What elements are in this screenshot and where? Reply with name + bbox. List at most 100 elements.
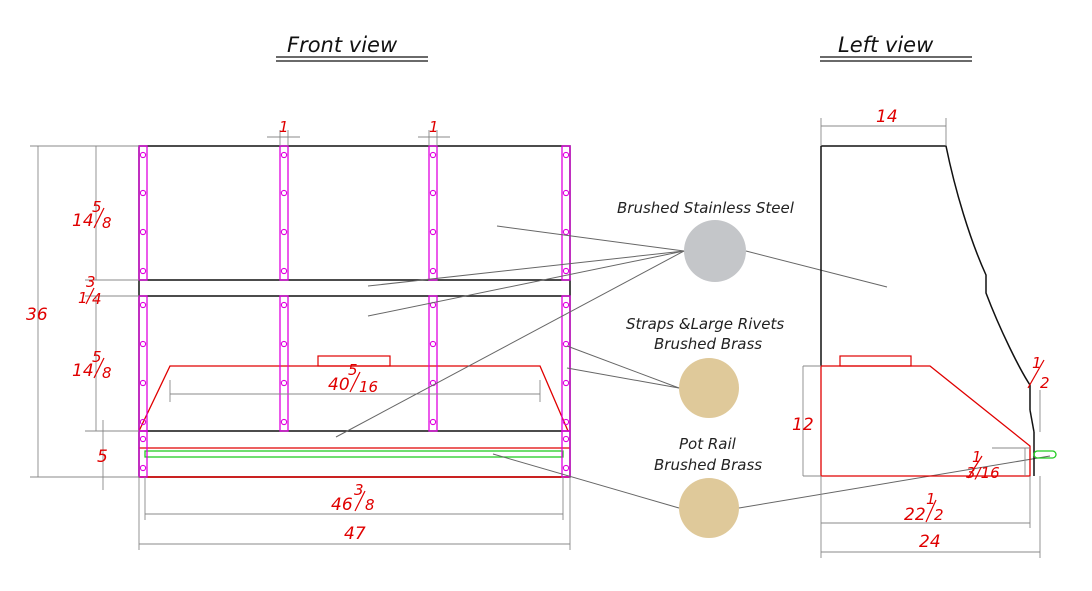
lower-height-dim: 14 5 8 — [72, 348, 112, 382]
strap-3-seg-1 — [561, 295, 571, 432]
shelf-width-dim: 40 5 16 — [328, 361, 378, 396]
strap-3-seg-2 — [561, 430, 571, 478]
rivet — [429, 151, 437, 159]
rivet — [562, 435, 570, 443]
rivet — [139, 301, 147, 309]
strap-0-seg-0 — [138, 145, 148, 281]
left-view-title: Left view — [838, 33, 934, 57]
band-den: 4 — [92, 290, 102, 308]
side-rail-offset-dim: 1 2 — [1027, 354, 1050, 392]
material-label-rail-1: Pot Rail — [679, 435, 737, 453]
strap-0-seg-1 — [138, 295, 148, 432]
strap-2-seg-0 — [428, 145, 438, 281]
rivet — [562, 151, 570, 159]
upper-den: 8 — [102, 214, 112, 232]
brass-rail-swatch — [679, 478, 739, 538]
rivet — [562, 379, 570, 387]
rivet — [280, 379, 288, 387]
lower-whole: 14 — [72, 361, 94, 381]
strap-width-dim-a: 1 — [279, 118, 289, 136]
inner-num: 3 — [354, 481, 364, 499]
shelf-num: 5 — [348, 361, 358, 379]
front-shelf — [138, 355, 570, 478]
small-den: 3/16 — [966, 464, 1000, 482]
rivet — [429, 228, 437, 236]
rivet — [139, 228, 147, 236]
material-label-straps-2: Brushed Brass — [654, 335, 762, 353]
material-label-rail-2: Brushed Brass — [654, 456, 762, 474]
strap-1-seg-0 — [279, 145, 289, 281]
rivet — [139, 267, 147, 275]
side-small-dim: 1 3/16 — [966, 448, 1000, 482]
base-whole: 22 — [904, 505, 926, 525]
rivet — [280, 189, 288, 197]
side-base-depth-dim: 22 1 2 — [904, 490, 944, 525]
rivet — [280, 228, 288, 236]
rivet — [280, 340, 288, 348]
side-shelf-outline — [820, 365, 1031, 477]
rail-offset-num: 1 — [1032, 354, 1042, 372]
rivet — [280, 151, 288, 159]
side-hood-body — [820, 145, 1057, 477]
rivet — [429, 189, 437, 197]
lower-den: 8 — [102, 364, 112, 382]
rivet — [139, 340, 147, 348]
material-label-straps-1: Straps &Large Rivets — [626, 315, 784, 333]
rivet — [139, 418, 147, 426]
inner-width-dim: 46 3 8 — [331, 481, 375, 515]
pot-rail-front — [144, 450, 564, 458]
bottom-height-dim: 5 — [97, 447, 108, 467]
small-num: 1 — [972, 448, 982, 466]
side-profile — [821, 145, 1031, 410]
upper-height-dim: 14 5 8 — [72, 198, 112, 232]
strap-1-seg-1 — [279, 295, 289, 432]
lower-num: 5 — [92, 348, 102, 366]
shelf-den: 16 — [359, 378, 378, 396]
rivet — [562, 267, 570, 275]
leader-lines — [335, 225, 1051, 509]
rivet — [139, 464, 147, 472]
band-height-dim: 3 1 4 — [78, 273, 102, 308]
rivet — [562, 418, 570, 426]
inner-whole: 46 — [331, 495, 353, 515]
brass-straps-swatch — [679, 358, 739, 418]
band-num: 3 — [86, 273, 96, 291]
rivet — [429, 418, 437, 426]
rivet — [562, 464, 570, 472]
side-top-depth-dim: 14 — [876, 107, 898, 127]
rivet — [280, 301, 288, 309]
rivet — [280, 267, 288, 275]
steel-swatch — [684, 220, 746, 282]
side-lower-height-dim: 12 — [792, 415, 814, 435]
rivet — [139, 435, 147, 443]
rivet — [429, 340, 437, 348]
strap-0-seg-2 — [138, 430, 148, 478]
front-dimension-lines — [30, 130, 571, 550]
upper-whole: 14 — [72, 211, 94, 231]
pot-rail-side — [1033, 450, 1057, 459]
rivet — [139, 189, 147, 197]
front-view-title: Front view — [287, 33, 398, 57]
base-den: 2 — [934, 506, 944, 524]
upper-num: 5 — [92, 198, 102, 216]
shelf-whole: 40 — [328, 375, 350, 395]
band-whole: 1 — [78, 289, 88, 307]
rivet — [280, 418, 288, 426]
rivet — [429, 267, 437, 275]
overall-width-dim: 47 — [344, 524, 366, 544]
side-overall-depth-dim: 24 — [919, 532, 941, 552]
rail-offset-den: 2 — [1040, 374, 1050, 392]
strap-3-seg-0 — [561, 145, 571, 281]
rivet — [562, 340, 570, 348]
shelf-tab — [317, 355, 391, 367]
front-straps — [138, 145, 571, 478]
strap-width-dim-b: 1 — [429, 118, 439, 136]
total-height-dim: 36 — [26, 305, 48, 325]
base-num: 1 — [926, 490, 936, 508]
rivet — [139, 151, 147, 159]
material-label-steel: Brushed Stainless Steel — [617, 199, 795, 217]
side-shelf-tab — [839, 355, 912, 367]
rivet — [139, 379, 147, 387]
strap-2-seg-1 — [428, 295, 438, 432]
